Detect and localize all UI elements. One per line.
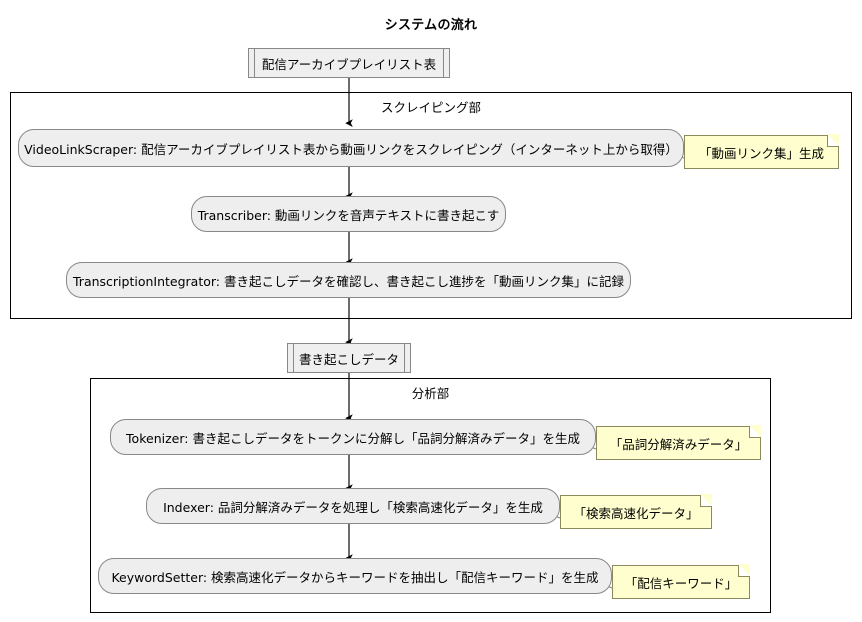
note-video-link-collection[interactable]: 「動画リンク集」生成 (684, 134, 839, 169)
activity-label: Transcriber: 動画リンクを音声テキストに書き起こす (197, 207, 500, 223)
activity-label: Indexer: 品詞分解済みデータを処理し「検索高速化データ」を生成 (163, 499, 543, 515)
note-text: 「動画リンク集」生成 (698, 145, 824, 161)
activity-transcriber[interactable]: Transcriber: 動画リンクを音声テキストに書き起こす (191, 196, 506, 232)
object-node-transcription-data[interactable]: 書き起こしデータ (287, 343, 411, 373)
activity-keyword-setter[interactable]: KeywordSetter: 検索高速化データからキーワードを抽出し「配信キーワ… (98, 558, 612, 594)
note-text: 「品詞分解済みデータ」 (609, 436, 748, 452)
partition-title: スクレイピング部 (380, 100, 481, 115)
partition-analysis: 分析部 (90, 378, 771, 613)
object-node-label: 書き起こしデータ (299, 351, 400, 367)
note-fold-icon (700, 494, 712, 507)
partition-title: 分析部 (411, 386, 450, 401)
object-node-playlist-table[interactable]: 配信アーカイブプレイリスト表 (248, 48, 450, 78)
object-node-label: 配信アーカイブプレイリスト表 (261, 56, 437, 72)
activity-tokenizer[interactable]: Tokenizer: 書き起こしデータをトークンに分解し「品詞分解済みデータ」を… (110, 419, 596, 455)
note-fold-icon (749, 425, 761, 438)
note-fold-icon (738, 564, 750, 577)
note-text: 「検索高速化データ」 (573, 505, 699, 521)
activity-indexer[interactable]: Indexer: 品詞分解済みデータを処理し「検索高速化データ」を生成 (146, 488, 560, 524)
partition-scraping: スクレイピング部 (10, 92, 852, 319)
note-search-index-data[interactable]: 「検索高速化データ」 (560, 494, 712, 529)
activity-label: KeywordSetter: 検索高速化データからキーワードを抽出し「配信キーワ… (111, 569, 599, 585)
activity-video-link-scraper[interactable]: VideoLinkScraper: 配信アーカイブプレイリスト表から動画リンクを… (18, 129, 684, 167)
note-tokenized-data[interactable]: 「品詞分解済みデータ」 (596, 425, 761, 460)
activity-label: VideoLinkScraper: 配信アーカイブプレイリスト表から動画リンクを… (24, 141, 678, 157)
activity-label: Tokenizer: 書き起こしデータをトークンに分解し「品詞分解済みデータ」を… (126, 430, 580, 446)
note-text: 「配信キーワード」 (624, 575, 738, 591)
page-title: システムの流れ (384, 18, 478, 33)
activity-label: TranscriptionIntegrator: 書き起こしデータを確認し、書き… (73, 273, 624, 289)
note-fold-icon (827, 134, 839, 147)
note-broadcast-keyword[interactable]: 「配信キーワード」 (612, 564, 750, 599)
activity-transcription-integrator[interactable]: TranscriptionIntegrator: 書き起こしデータを確認し、書き… (66, 262, 631, 298)
